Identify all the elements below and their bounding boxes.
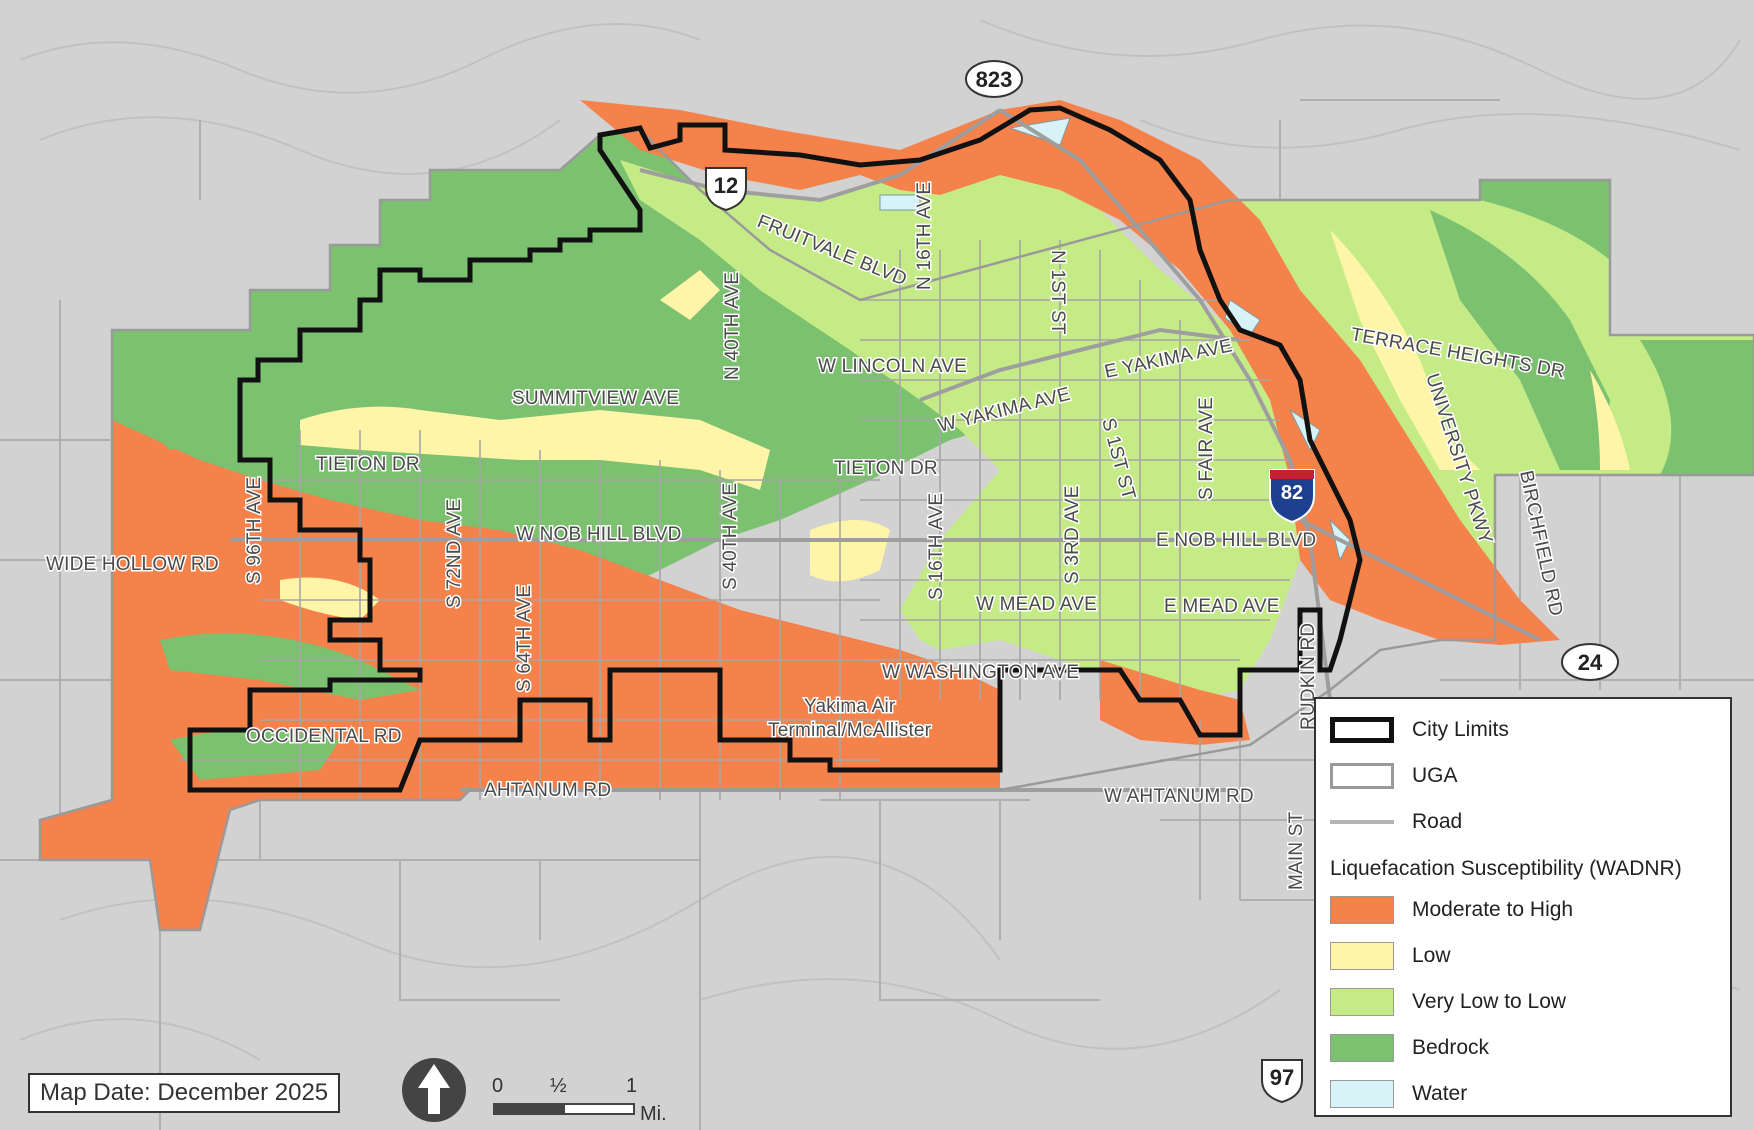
shield-sr24-label: 24 [1578, 650, 1603, 675]
label-w-ahtanum-rd: W AHTANUM RD [1104, 786, 1254, 807]
map-legend: City Limits UGA Road Liquefacation Susce… [1314, 697, 1732, 1117]
scale-bar: 0 ½ 1 Mi. [492, 1075, 667, 1125]
legend-city-limits: City Limits [1330, 713, 1509, 747]
legend-class-row: Bedrock [1330, 1031, 1489, 1065]
label-s-3rd-ave: S 3RD AVE [1062, 485, 1083, 584]
label-n1st-st: N 1ST ST [1047, 250, 1068, 335]
legend-moderate-high-swatch [1330, 896, 1394, 924]
label-rudkin-rd: RUDKIN RD [1298, 623, 1319, 730]
label-occidental-rd: OCCIDENTAL RD [246, 726, 402, 747]
legend-water-label: Water [1412, 1082, 1468, 1105]
shield-us12: 12 [705, 167, 747, 212]
label-s-fair-ave: S FAIR AVE [1196, 397, 1217, 500]
zone-very-low-to-low [620, 160, 1300, 700]
legend-uga-label: UGA [1412, 764, 1458, 787]
label-s-40th-ave: S 40TH AVE [720, 483, 741, 590]
scale-tick-1: 1 [626, 1075, 637, 1097]
zone-low-west [280, 577, 380, 620]
legend-class-row: Low [1330, 939, 1451, 973]
scale-unit: Mi. [640, 1103, 667, 1125]
legend-uga: UGA [1330, 759, 1458, 793]
label-ahtanum-rd: AHTANUM RD [484, 780, 611, 801]
legend-bedrock-label: Bedrock [1412, 1036, 1490, 1059]
legend-city-limits-swatch [1330, 717, 1394, 743]
scale-tick-0: 0 [492, 1075, 503, 1097]
legend-class-row: Water [1330, 1077, 1467, 1111]
label-w-mead-ave: W MEAD AVE [976, 594, 1097, 615]
shield-sr823-label: 823 [976, 67, 1013, 92]
legend-moderate-high-label: Moderate to High [1412, 898, 1574, 921]
legend-road: Road [1330, 805, 1462, 839]
shield-sr24: 24 [1561, 643, 1619, 681]
zone-bedrock-east [1430, 210, 1610, 470]
uga-boundary [38, 128, 1754, 932]
zone-bedrock-east-2 [1480, 180, 1610, 260]
legend-very-low-swatch [1330, 988, 1394, 1016]
zone-moderate-high-southwest [40, 420, 1000, 930]
label-n16th-ave: N 16TH AVE [914, 182, 935, 290]
zone-bedrock-east-3 [1640, 340, 1754, 475]
label-e-nob-hill-blvd: E NOB HILL BLVD [1156, 530, 1316, 551]
zone-moderate-high-river [580, 100, 1560, 645]
street-grid [180, 240, 1320, 900]
label-s-64th-ave: S 64TH AVE [514, 585, 535, 692]
zone-low-north [660, 270, 720, 320]
shield-sr823: 823 [965, 60, 1023, 98]
legend-bedrock-swatch [1330, 1034, 1394, 1062]
label-main-st: MAIN ST [1286, 811, 1307, 890]
zone-low-east-2 [1590, 370, 1630, 470]
shield-i82: 82 [1269, 469, 1315, 524]
label-s-96th-ave: S 96TH AVE [244, 477, 265, 584]
legend-uga-swatch [1330, 763, 1394, 789]
legend-water-swatch [1330, 1080, 1394, 1108]
legend-class-row: Moderate to High [1330, 893, 1573, 927]
legend-low-label: Low [1412, 944, 1451, 967]
label-w-nob-hill-blvd: W NOB HILL BLVD [516, 524, 682, 545]
legend-susceptibility-title: Liquefacation Susceptibility (WADNR) [1330, 857, 1682, 880]
legend-city-limits-label: City Limits [1412, 718, 1509, 741]
label-tieton-dr-west: TIETON DR [316, 454, 420, 475]
label-airport-line1: Yakima Air [804, 696, 896, 717]
zone-bedrock-sw-2 [170, 730, 340, 780]
legend-road-swatch [1330, 820, 1394, 824]
scale-tick-half: ½ [550, 1075, 567, 1097]
shield-us97-label: 97 [1270, 1065, 1294, 1090]
zone-low-east [1330, 230, 1480, 470]
zone-bedrock-sw-1 [160, 633, 420, 700]
shield-us97: 97 [1261, 1059, 1303, 1104]
label-tieton-dr-east: TIETON DR [834, 458, 938, 479]
label-w-washington-ave: W WASHINGTON AVE [882, 662, 1079, 683]
label-wide-hollow-rd: WIDE HOLLOW RD [46, 554, 219, 575]
zone-bedrock-sw-3 [112, 360, 200, 450]
legend-road-label: Road [1412, 810, 1463, 833]
label-e-mead-ave: E MEAD AVE [1164, 596, 1280, 617]
shield-i82-label: 82 [1281, 482, 1303, 504]
legend-very-low-label: Very Low to Low [1412, 990, 1567, 1013]
shield-us12-label: 12 [714, 173, 738, 198]
zone-low-hill [810, 520, 890, 582]
label-s-16th-ave: S 16TH AVE [926, 493, 947, 600]
map-date: Map Date: December 2025 [28, 1073, 341, 1113]
legend-low-swatch [1330, 942, 1394, 970]
north-arrow-icon [402, 1058, 466, 1122]
city-limits-boundary [187, 105, 1363, 793]
label-s-72nd-ave: S 72ND AVE [444, 499, 465, 608]
label-summitview-ave: SUMMITVIEW AVE [512, 388, 679, 409]
label-w-lincoln-ave: W LINCOLN AVE [818, 356, 967, 377]
label-airport-line2: Terminal/McAllister [768, 720, 932, 741]
zone-low-summitview [300, 406, 770, 490]
label-n40th-ave: N 40TH AVE [722, 272, 743, 380]
legend-class-row: Very Low to Low [1330, 985, 1566, 1019]
